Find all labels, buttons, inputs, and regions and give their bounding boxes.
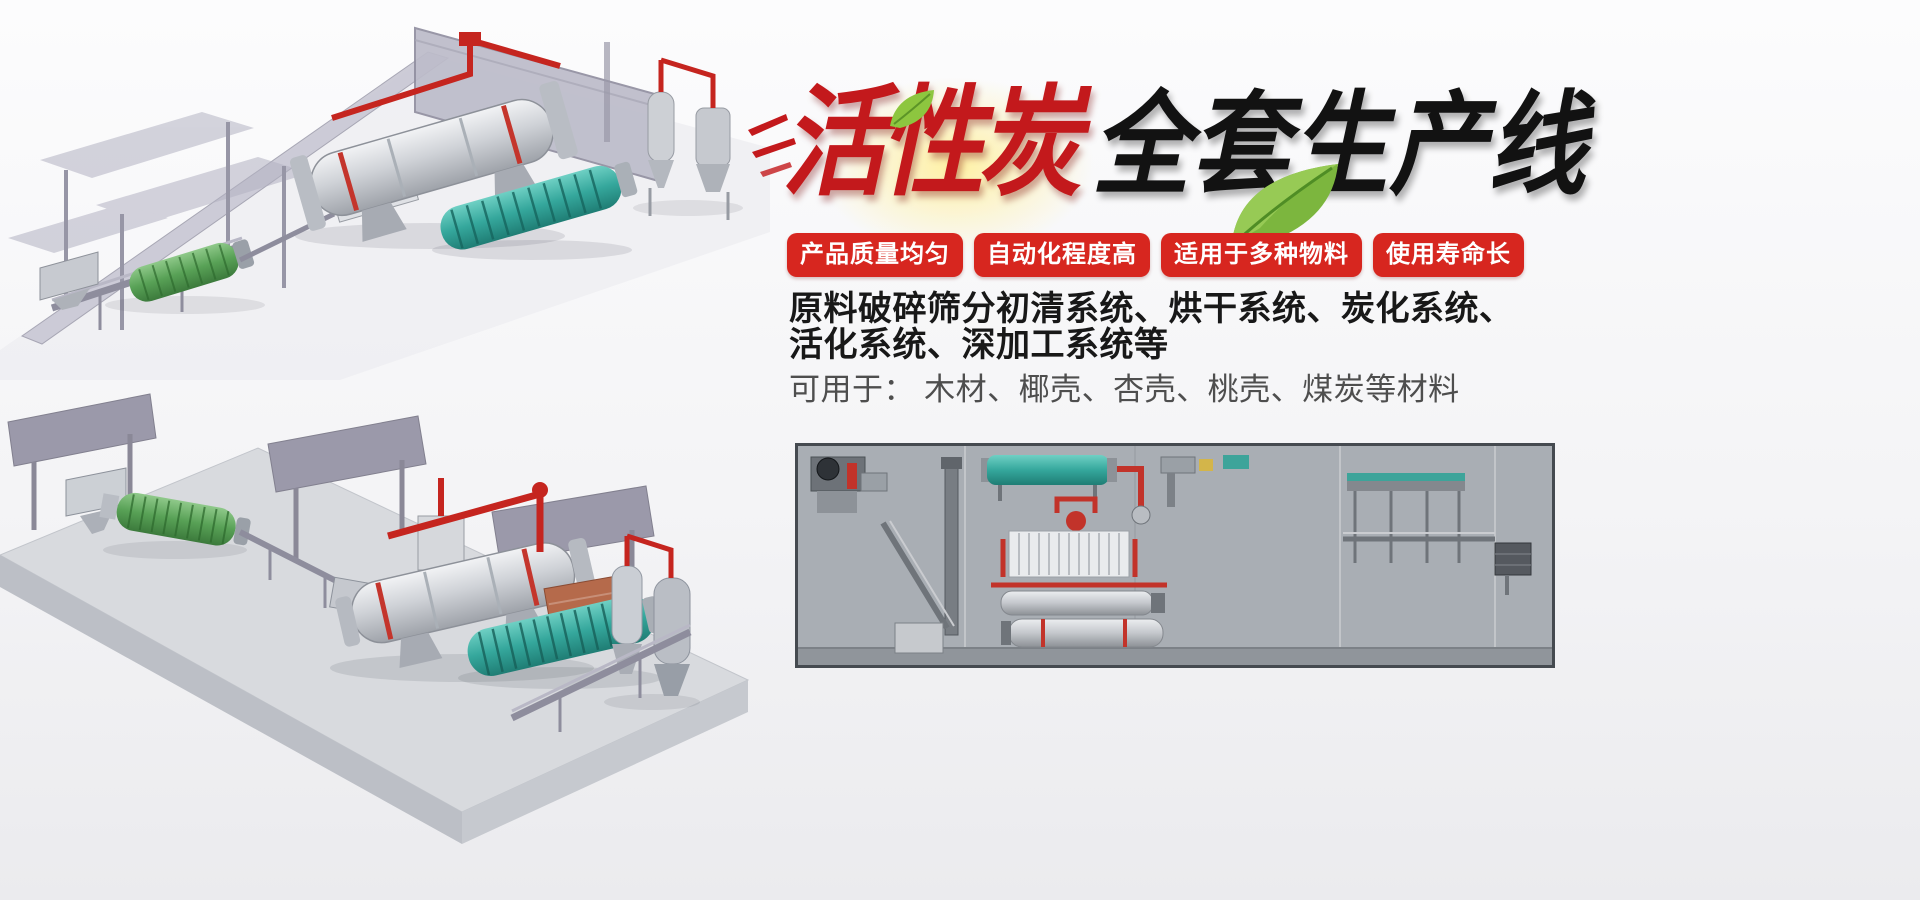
description-line-1: 原料破碎筛分初清系统、烘干系统、炭化系统、 — [789, 290, 1514, 328]
description-line-3: 可用于： 木材、椰壳、杏壳、桃壳、煤炭等材料 — [789, 371, 1460, 407]
speed-lines-decoration — [748, 114, 796, 177]
production-line-layout-diagram — [795, 443, 1555, 668]
feature-badge-row: 产品质量均匀 自动化程度高 适用于多种物料 使用寿命长 — [787, 233, 1524, 277]
title-highlight: 活性炭 — [782, 77, 1082, 211]
leaf-icon-small — [890, 90, 934, 128]
leaf-icon — [1232, 164, 1338, 247]
description-line-2: 活化系统、深加工系统等 — [789, 326, 1169, 365]
page-title: 活性炭全套生产线 — [782, 84, 1587, 204]
production-line-3d-render-top — [0, 26, 770, 380]
badge-multi-material: 适用于多种物料 — [1161, 233, 1362, 277]
badge-high-automation: 自动化程度高 — [974, 233, 1150, 277]
badge-uniform-quality: 产品质量均匀 — [787, 233, 963, 277]
description-block: 原料破碎筛分初清系统、烘干系统、炭化系统、 活化系统、深加工系统等 可用于： 木… — [789, 291, 1514, 409]
badge-long-service-life: 使用寿命长 — [1373, 233, 1524, 277]
production-line-3d-render-bottom — [0, 393, 750, 844]
title-rest: 全套生产线 — [1092, 81, 1588, 209]
layout-diagram-graphic — [795, 443, 1555, 668]
